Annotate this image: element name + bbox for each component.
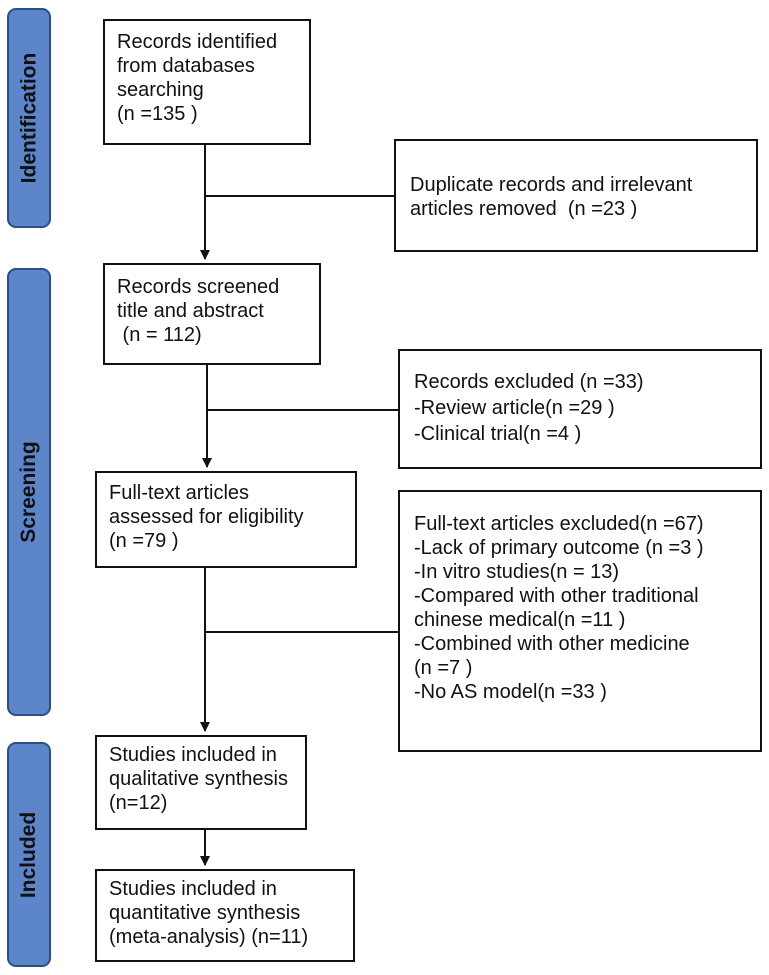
duplicates-removed-box: Duplicate records and irrelevant article… [394,139,758,252]
box-text-line: Records screened [117,276,280,298]
box-text-line: chinese medical(n =11 ) [414,609,626,631]
stage-screening: Screening [7,268,51,716]
box-text-line: Records excluded (n =33) [414,371,644,393]
box-text-line: from databases [117,55,255,77]
quantitative-synthesis-box: Studies included in quantitative synthes… [95,869,355,962]
box-text-line: -Compared with other traditional [414,585,699,607]
box-text-line: Full-text articles excluded(n =67) [414,513,704,535]
fulltext-excluded-box: Full-text articles excluded(n =67) -Lack… [398,490,762,752]
stage-identification: Identification [7,8,51,228]
box-text-line: (n =135 ) [117,103,198,125]
box-text-line: -Lack of primary outcome (n =3 ) [414,537,704,559]
box-text-line: quantitative synthesis [109,902,301,924]
box-text-line: Studies included in [109,744,277,766]
box-text-line: assessed for eligibility [109,506,304,528]
box-text-line: (n=12) [109,792,168,814]
box-text-line: Records identified [117,31,278,53]
fulltext-assessed-box: Full-text articles assessed for eligibil… [95,471,357,568]
box-text-line: (n = 112) [117,324,202,346]
stage-included: Included [7,742,51,967]
box-text-line: -Clinical trial(n =4 ) [414,423,582,445]
box-text-line: title and abstract [117,300,264,322]
box-text-line: (meta-analysis) (n=11) [109,926,309,948]
box-text-line: -Review article(n =29 ) [414,397,615,419]
box-text-line: searching [117,79,204,101]
box-text-line: articles removed (n =23 ) [410,198,638,220]
qualitative-synthesis-box: Studies included in qualitative synthesi… [95,735,307,830]
records-screened-box: Records screened title and abstract (n =… [103,263,321,365]
box-text-line: Full-text articles [109,482,250,504]
box-text-line: Duplicate records and irrelevant [410,174,693,196]
box-text-line: Studies included in [109,878,277,900]
box-text-line: (n =79 ) [109,530,179,552]
records-excluded-box: Records excluded (n =33) -Review article… [398,349,762,469]
records-identified-box: Records identified from databases search… [103,19,311,145]
box-text-line: -In vitro studies(n = 13) [414,561,620,583]
box-text-line: (n =7 ) [414,657,473,679]
box-text-line: -No AS model(n =33 ) [414,681,607,703]
box-text-line: -Combined with other medicine [414,633,690,655]
box-text-line: qualitative synthesis [109,768,288,790]
